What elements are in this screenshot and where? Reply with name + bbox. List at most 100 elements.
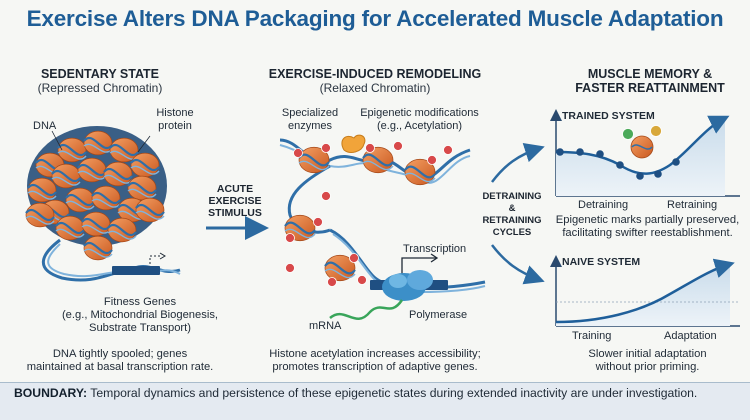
acetyl-mark-icon xyxy=(327,277,337,287)
nucleosome xyxy=(130,152,160,178)
enzymes-label-line2: enzymes xyxy=(287,120,333,132)
remodeling-subheading: (Relaxed Chromatin) xyxy=(319,81,431,95)
cycles-label-line1: DETRAINING xyxy=(482,191,542,202)
sedentary-subheading: (Repressed Chromatin) xyxy=(37,81,163,95)
nucleosome xyxy=(27,177,57,203)
enzymes-label-line1: Specialized xyxy=(281,107,339,119)
curve-point xyxy=(596,150,604,158)
nucleosome xyxy=(77,157,107,183)
boundary-text: Temporal dynamics and persistence of the… xyxy=(90,386,698,400)
nucleosome xyxy=(25,202,55,228)
nucleosome xyxy=(81,211,111,237)
nucleosome xyxy=(362,146,394,174)
nucleosome xyxy=(103,161,133,187)
acetyl-mark-icon xyxy=(349,253,359,263)
nucleosome xyxy=(404,158,436,186)
memory-heading-line1: MUSCLE MEMORY & xyxy=(587,67,713,81)
acetyl-mark-icon xyxy=(357,275,367,285)
curve-point xyxy=(576,148,584,156)
stimulus-label-line2: EXERCISE xyxy=(208,195,262,207)
epigenetic-mark-icon xyxy=(650,125,662,137)
promoter-arrow xyxy=(149,255,162,264)
fitness-genes-label: Fitness Genes xyxy=(103,296,177,308)
enzyme-icon xyxy=(341,134,366,153)
histone-label-line1: Histone xyxy=(156,107,194,119)
fitness-genes-example-line2: Substrate Transport) xyxy=(89,322,191,334)
acetyl-mark-icon xyxy=(313,217,323,227)
acetyl-mark-icon xyxy=(321,191,331,201)
nucleosome xyxy=(324,254,356,282)
nucleosome xyxy=(83,130,113,156)
curve-point xyxy=(654,170,662,178)
nucleosome xyxy=(107,217,137,243)
nucleosome xyxy=(51,163,81,189)
nucleosome xyxy=(55,215,85,241)
epigenetic-label-line2: (e.g., Acetylation) xyxy=(377,120,462,132)
acetyl-mark-icon xyxy=(427,155,437,165)
transcription-arrow xyxy=(401,257,436,275)
trained-x-label-left: Detraining xyxy=(578,199,629,211)
curve-point xyxy=(556,148,564,156)
acetyl-mark-icon xyxy=(393,141,403,151)
epigenetic-label-line1: Epigenetic modifications xyxy=(360,107,479,119)
condensed-chromatin-ball xyxy=(25,126,167,261)
boundary-label: BOUNDARY: xyxy=(14,386,88,400)
sedentary-caption-line1: DNA tightly spooled; genes xyxy=(52,348,188,360)
polymerase-label: Polymerase xyxy=(409,309,468,321)
stimulus-label-line1: ACUTE xyxy=(216,183,254,195)
acetyl-mark-icon xyxy=(285,263,295,273)
naive-x-label-right: Adaptation xyxy=(664,330,717,342)
curve-point xyxy=(636,172,644,180)
cycle-arrow-down xyxy=(491,244,545,285)
nucleosome-cluster xyxy=(25,130,165,261)
trained-system-title: TRAINED SYSTEM xyxy=(562,110,655,122)
page-title: Exercise Alters DNA Packaging for Accele… xyxy=(26,6,724,31)
fitness-gene-block xyxy=(112,266,160,275)
naive-system-title: NAIVE SYSTEM xyxy=(562,256,641,268)
nucleosome xyxy=(65,187,95,213)
naive-x-label-left: Training xyxy=(572,330,612,342)
cycle-arrow-up xyxy=(491,143,545,183)
mrna-label: mRNA xyxy=(309,320,342,332)
epigenetic-mark-icon xyxy=(622,128,634,140)
remodeling-caption-line2: promotes transcription of adaptive genes… xyxy=(272,361,478,373)
nucleosome xyxy=(91,185,121,211)
trained-caption-line2: facilitating swifter reestablishment. xyxy=(562,227,733,239)
boundary-note: BOUNDARY: Temporal dynamics and persiste… xyxy=(14,386,744,401)
curve-point xyxy=(672,158,680,166)
cycles-label-line4: CYCLES xyxy=(492,227,532,238)
naive-caption-line1: Slower initial adaptation xyxy=(588,348,707,360)
nucleosome xyxy=(83,235,113,261)
cycles-label-line2: & xyxy=(508,203,516,214)
acetyl-mark-icon xyxy=(443,145,453,155)
stimulus-label-line3: STIMULUS xyxy=(208,207,262,219)
acetyl-mark-icon xyxy=(365,143,375,153)
trained-caption-line1: Epigenetic marks partially preserved, xyxy=(555,214,740,226)
mrna-strand xyxy=(329,299,404,320)
acetyl-mark-icon xyxy=(293,148,303,158)
dna-label: DNA xyxy=(33,120,57,132)
acetylation-marks xyxy=(285,141,453,287)
naive-caption-line2: without prior priming. xyxy=(595,361,700,373)
histone-label-line2: protein xyxy=(158,120,192,132)
nucleosome xyxy=(57,137,87,163)
acetyl-mark-icon xyxy=(285,233,295,243)
sedentary-heading: SEDENTARY STATE xyxy=(40,67,160,81)
trained-system-plot xyxy=(550,109,740,197)
nucleosome xyxy=(127,175,157,201)
remodeling-heading: EXERCISE-INDUCED REMODELING xyxy=(268,67,482,81)
nucleosome xyxy=(135,197,165,223)
boundary-bar xyxy=(0,382,750,420)
trained-x-label-right: Retraining xyxy=(667,199,718,211)
polymerase-icon xyxy=(382,270,433,301)
cycles-label-line3: RETRAINING xyxy=(482,215,542,226)
transcription-label: Transcription xyxy=(403,243,467,255)
fitness-genes-example-line1: (e.g., Mitochondrial Biogenesis, xyxy=(61,309,219,321)
curve-point xyxy=(616,161,624,169)
remodeling-caption-line1: Histone acetylation increases accessibil… xyxy=(269,348,481,360)
sedentary-caption-line2: maintained at basal transcription rate. xyxy=(26,361,214,373)
memory-heading-line2: FASTER REATTAINMENT xyxy=(575,81,725,95)
acetyl-mark-icon xyxy=(321,143,331,153)
naive-system-plot xyxy=(550,255,740,327)
